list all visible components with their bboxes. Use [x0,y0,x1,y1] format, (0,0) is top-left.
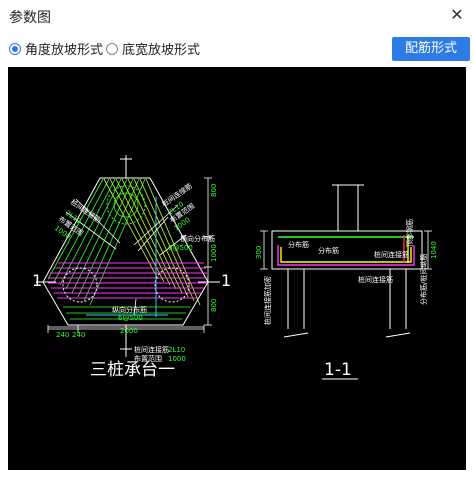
section-dist2-label: 分布筋 [318,246,339,255]
plan-lateral-dist-spec: 6@500 [168,244,193,252]
option-width-slope[interactable]: 底宽放坡形式 [106,39,200,58]
plan-title: 三桩承台一 [90,360,175,380]
option-angle-slope[interactable]: 角度放坡形式 [9,39,103,58]
parameter-drawing-canvas: 桩间连接筋 2L10 布置范围 1000 桩间连接筋 2L10 布置范围 100… [8,67,466,470]
option-width-slope-label: 底宽放坡形式 [122,43,201,58]
section-conn-label: 桩间连接筋 [374,250,409,259]
plan-bottom-range-value: 1000 [168,355,186,363]
section-title: 1-1 [324,360,352,380]
section-bottom-conn-label: 桩间连接筋 [358,275,393,284]
plan-lateral-dist-label: 横向分布筋 [180,234,215,243]
option-angle-slope-label: 角度放坡形式 [25,43,104,58]
plan-dim-right-top: 800 [210,184,218,197]
dialog-title: 参数图 [9,10,51,26]
plan-view: 桩间连接筋 2L10 布置范围 1000 桩间连接筋 2L10 布置范围 100… [32,155,231,380]
section-dim-left: 300 [255,246,263,259]
radio-selected-icon[interactable] [9,42,21,55]
plan-bottom-conn-label: 桩间连接筋 [134,345,169,354]
plan-longi-dist-spec: 6@500 [118,314,143,322]
plan-bottom-conn-spec: 2L10 [168,346,185,354]
close-icon[interactable]: ✕ [450,5,464,24]
section-view: 分布筋 分布筋 桩间连接筋 桩间连接筋 桩间连接筋加密 分布筋/桩间纵筋 顶部钢… [255,184,438,380]
plan-dim-right-mid: 1000 [210,244,218,262]
plan-section-mark-right: 1 [221,271,231,290]
section-top-rebar-label: 顶部钢筋 [405,219,414,247]
section-left-side-label: 桩间连接筋加密 [263,276,272,325]
title-bar: 参数图 ✕ [0,0,474,32]
section-dim-right: 1040 [430,241,438,259]
option-row: 角度放坡形式 底宽放坡形式 [0,34,474,62]
plan-section-mark-left: 1 [32,271,42,290]
plan-dim-right-bot: 800 [210,299,218,312]
plan-dim-bottom-total: 2000 [120,327,138,335]
plan-bottom-range-label: 布置范围 [134,354,162,363]
section-dist1-label: 分布筋 [288,240,309,249]
plan-dim-left-b: 240 [72,331,85,339]
rebar-form-button[interactable]: 配筋形式 [392,37,470,61]
section-right-side-label: 分布筋/桩间纵筋 [419,254,428,305]
radio-unselected-icon[interactable] [106,42,118,55]
plan-longi-dist-label: 纵向分布筋 [112,305,147,314]
plan-dim-left-a: 240 [56,331,69,339]
